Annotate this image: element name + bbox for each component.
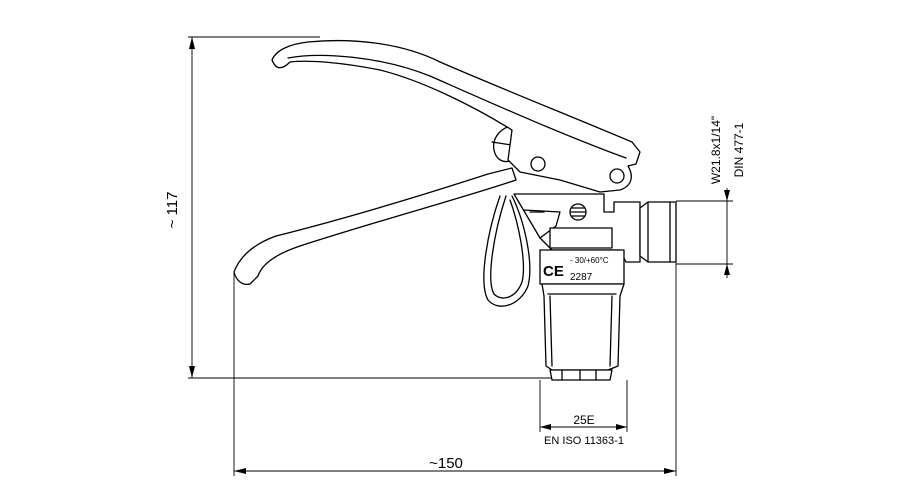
- ce-mark-icon: CE: [543, 263, 564, 280]
- notified-body-number: 2287: [570, 272, 593, 283]
- thread-value: W21.8x1/14": [709, 116, 723, 184]
- width-value: ~150: [429, 455, 463, 472]
- upper-lever: [271, 39, 641, 193]
- height-dimension-label: ~ 117: [164, 192, 181, 229]
- valve-bottom-thread: [549, 369, 613, 381]
- lever-pivot-icon: [530, 156, 546, 172]
- dimension-lines: [188, 36, 733, 476]
- outlet-diameter-value: 25E: [573, 413, 594, 427]
- lever-pin-icon: [609, 168, 625, 184]
- upper-lever-inner-edge: [287, 54, 627, 159]
- outlet-standard-label: EN ISO 11363-1: [544, 435, 624, 447]
- valve-nut: [549, 227, 613, 249]
- height-value: ~ 117: [164, 192, 181, 229]
- thread-standard-label: DIN 477-1: [732, 122, 746, 177]
- lower-handle: [233, 167, 517, 286]
- temperature-range-label: - 30/+60°C: [570, 256, 609, 265]
- outlet-connection: [639, 201, 677, 263]
